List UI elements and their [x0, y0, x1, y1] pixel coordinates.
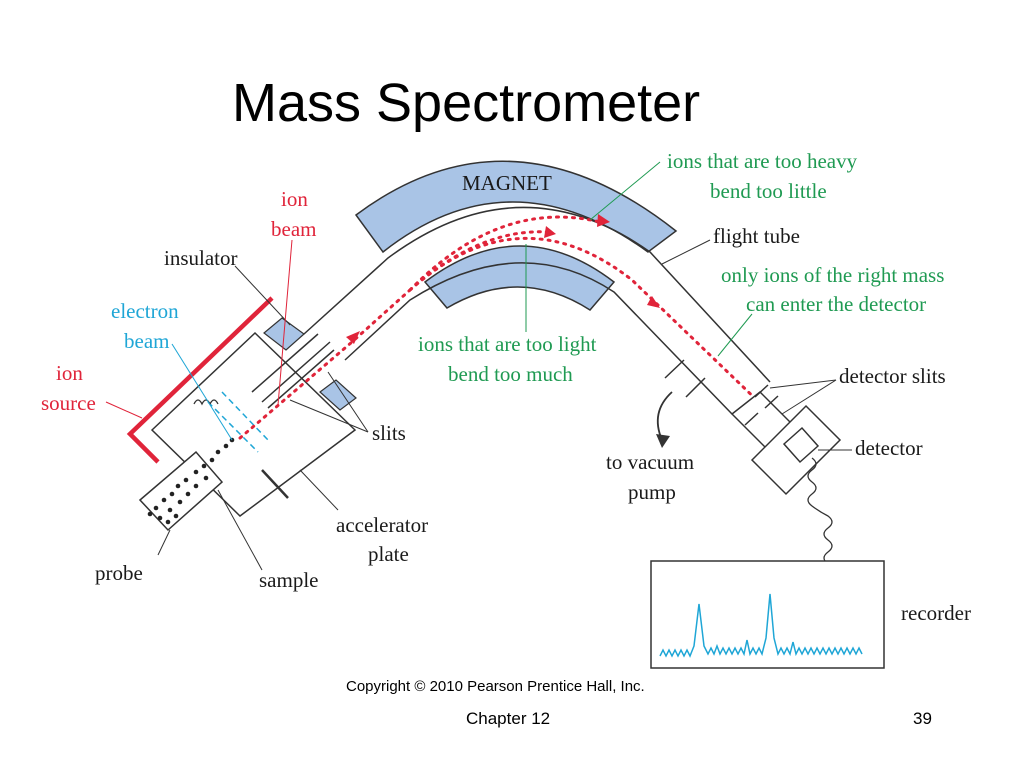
flight-tube-outer-wall [303, 206, 771, 383]
too-light-label: ions that are too light bend too much [418, 332, 602, 386]
detector-slit-plates [744, 384, 779, 426]
probe-sample-dots [147, 437, 235, 525]
chapter-label: Chapter 12 [466, 709, 551, 728]
recorder-label: recorder [901, 601, 971, 625]
vacuum-pump-arrowhead [656, 434, 670, 448]
probe-body [138, 450, 224, 532]
ion-path-right-mass [408, 236, 792, 434]
cyan-leader-line [171, 343, 233, 441]
black-leader-lines [157, 239, 852, 571]
ion-source-bracket [126, 296, 274, 464]
magnet-outer-pole [354, 160, 678, 254]
detector-label: detector [855, 436, 923, 460]
too-heavy-label: ions that are too heavy bend too little [667, 149, 862, 203]
vacuum-pump-arrow [656, 391, 673, 441]
vacuum-pump-port [664, 359, 706, 398]
flight-tube-label: flight tube [713, 224, 800, 248]
recorder-trace [659, 593, 863, 658]
magnet-inner-pole [423, 245, 616, 311]
detector-slits-label: detector slits [839, 364, 946, 388]
slide-title: Mass Spectrometer [232, 73, 701, 133]
ion-path-light [408, 230, 550, 292]
insulator-label: insulator [164, 246, 238, 270]
copyright-notice: Copyright © 2010 Pearson Prentice Hall, … [346, 678, 645, 695]
ion-path-arrowheads [346, 214, 776, 428]
electron-beam [207, 391, 269, 453]
slits-label: slits [372, 421, 406, 445]
green-leader-lines [525, 161, 753, 357]
sample-label: sample [259, 568, 318, 592]
electron-beam-label: electron beam [111, 299, 184, 353]
detector-element [782, 426, 820, 464]
ion-source-label: ion source [41, 361, 96, 415]
vacuum-pump-label: to vacuum pump [606, 450, 699, 504]
filament-coil [193, 399, 219, 406]
ion-beam-label: ion beam [271, 187, 316, 241]
accelerator-plate-label: accelerator plate [336, 513, 433, 566]
red-leader-lines [105, 239, 293, 419]
page-number: 39 [913, 709, 932, 728]
insulator-block-lower [319, 379, 357, 411]
ion-path-heavy [408, 215, 602, 292]
flight-tube-inner-wall [344, 262, 733, 415]
magnet-label: MAGNET [462, 171, 552, 195]
right-mass-label: only ions of the right mass can enter th… [721, 263, 950, 316]
detector-cable [807, 457, 836, 577]
plate-post [261, 469, 289, 499]
probe-label: probe [95, 561, 143, 585]
ion-path-straight [238, 288, 412, 440]
